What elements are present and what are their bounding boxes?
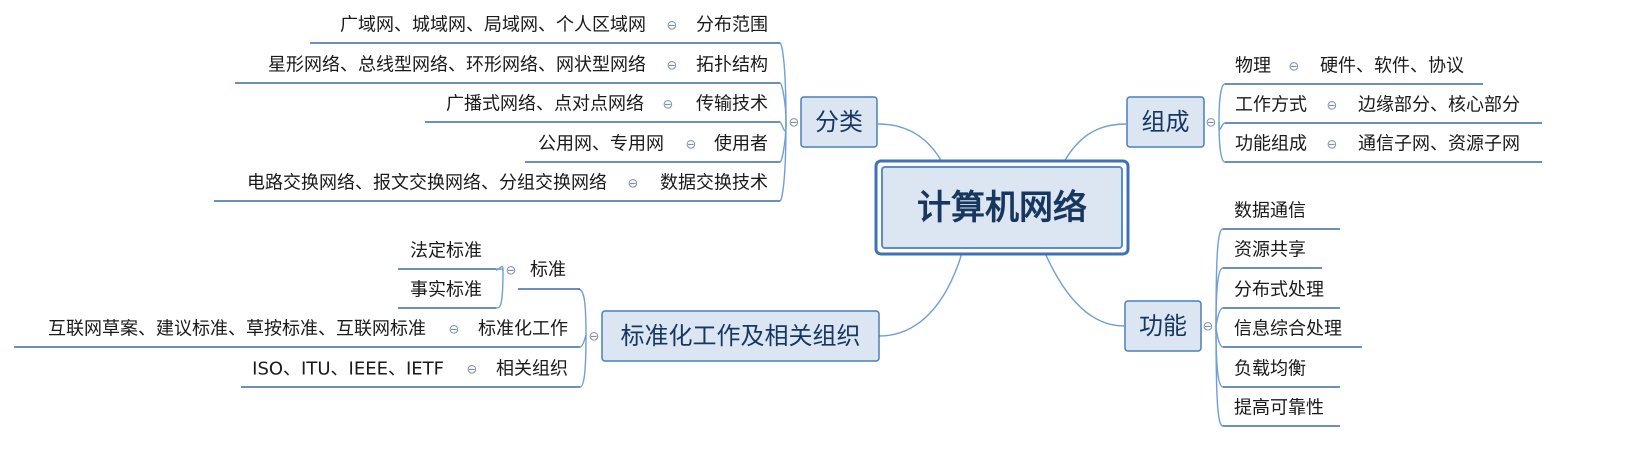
link-composition-1: [1218, 121, 1226, 131]
classification-item-detail: 广域网、城域网、局域网、个人区域网: [340, 15, 646, 36]
branch-functions[interactable]: [1124, 300, 1202, 352]
connector-lines: [14, 42, 1542, 427]
collapse-standards-standard-icon[interactable]: ⊖: [506, 264, 517, 279]
collapse-standards-item-icon[interactable]: ⊖: [467, 363, 478, 378]
root-node[interactable]: [881, 166, 1123, 249]
classification-item-label: 使用者: [714, 134, 768, 155]
link-standard-child-0: [495, 268, 504, 271]
collapse-classification-item-icon[interactable]: ⊖: [667, 59, 678, 74]
functions-item: 数据通信: [1234, 201, 1306, 222]
standards-item-label: 相关组织: [496, 359, 568, 380]
link-root-composition: [1063, 123, 1127, 163]
classification-item-detail: 广播式网络、点对点网络: [446, 94, 644, 115]
link-standards-2: [579, 335, 587, 388]
branch-functions-label: 功能: [1139, 312, 1187, 340]
collapse-composition-item-icon[interactable]: ⊖: [1289, 60, 1300, 75]
link-composition-2: [1218, 121, 1226, 163]
link-functions-2: [1215, 307, 1224, 327]
link-root-standards: [878, 252, 963, 337]
functions-item: 负载均衡: [1234, 359, 1306, 380]
standard-child-item: 事实标准: [410, 280, 482, 301]
link-classification-2: [779, 121, 787, 132]
collapse-classification-item-icon[interactable]: ⊖: [686, 138, 697, 153]
standard-child-item: 法定标准: [410, 241, 482, 262]
classification-item-detail: 星形网络、总线型网络、环形网络、网状型网络: [268, 55, 646, 76]
standards-item-detail: ISO、ITU、IEEE、IETF: [252, 359, 444, 380]
classification-item-detail: 公用网、专用网: [538, 134, 664, 155]
composition-item-detail: 硬件、软件、协议: [1320, 56, 1464, 77]
collapse-functions-icon[interactable]: ⊖: [1203, 320, 1214, 335]
link-root-functions: [1044, 252, 1125, 327]
root-title: 计算机网络: [917, 188, 1087, 228]
link-standards-0: [577, 288, 587, 337]
composition-item-label: 工作方式: [1235, 95, 1307, 116]
functions-item: 资源共享: [1234, 240, 1306, 261]
composition-item-detail: 通信子网、资源子网: [1358, 134, 1520, 155]
standards-item-label: 标准: [530, 260, 566, 281]
link-functions-3: [1215, 325, 1224, 348]
collapse-classification-item-icon[interactable]: ⊖: [663, 98, 674, 113]
classification-item-label: 数据交换技术: [660, 173, 768, 194]
collapse-classification-item-icon[interactable]: ⊖: [628, 177, 639, 192]
classification-item-label: 传输技术: [696, 94, 768, 115]
functions-item: 分布式处理: [1234, 280, 1324, 301]
branch-classification[interactable]: [800, 96, 878, 148]
link-functions-1: [1215, 267, 1224, 327]
composition-item-label: 功能组成: [1235, 134, 1307, 155]
link-standards-1: [579, 334, 587, 348]
classification-item-detail: 电路交换网络、报文交换网络、分组交换网络: [247, 173, 607, 194]
collapse-composition-icon[interactable]: ⊖: [1206, 116, 1217, 131]
branch-composition[interactable]: [1126, 96, 1205, 148]
link-classification-1: [779, 82, 787, 123]
collapse-standards-icon[interactable]: ⊖: [589, 330, 600, 345]
link-classification-0: [779, 42, 787, 123]
collapse-composition-item-icon[interactable]: ⊖: [1327, 99, 1338, 114]
collapse-classification-icon[interactable]: ⊖: [789, 116, 800, 131]
classification-item-label: 拓扑结构: [696, 55, 768, 76]
link-classification-4: [779, 121, 787, 202]
composition-item-label: 物理: [1235, 56, 1271, 77]
functions-item: 提高可靠性: [1234, 398, 1324, 419]
collapse-standards-item-icon[interactable]: ⊖: [449, 323, 460, 338]
composition-item-detail: 边缘部分、核心部分: [1358, 95, 1520, 116]
link-functions-5: [1215, 325, 1224, 427]
link-composition-0: [1218, 83, 1226, 123]
branch-standards-label: 标准化工作及相关组织: [621, 322, 861, 350]
collapse-classification-item-icon[interactable]: ⊖: [667, 19, 678, 34]
link-standard-children: [495, 265, 504, 271]
standards-item-detail: 互联网草案、建议标准、草按标准、互联网标准: [48, 319, 426, 340]
functions-item: 信息综合处理: [1234, 319, 1342, 340]
branch-classification-label: 分类: [815, 108, 863, 136]
branch-standards[interactable]: [601, 310, 880, 362]
collapse-composition-item-icon[interactable]: ⊖: [1327, 138, 1338, 153]
standards-item-label: 标准化工作: [478, 319, 568, 340]
link-root-classification: [877, 123, 943, 163]
classification-item-label: 分布范围: [696, 15, 768, 36]
link-standard-child-1: [495, 269, 504, 309]
branch-composition-label: 组成: [1142, 108, 1190, 136]
